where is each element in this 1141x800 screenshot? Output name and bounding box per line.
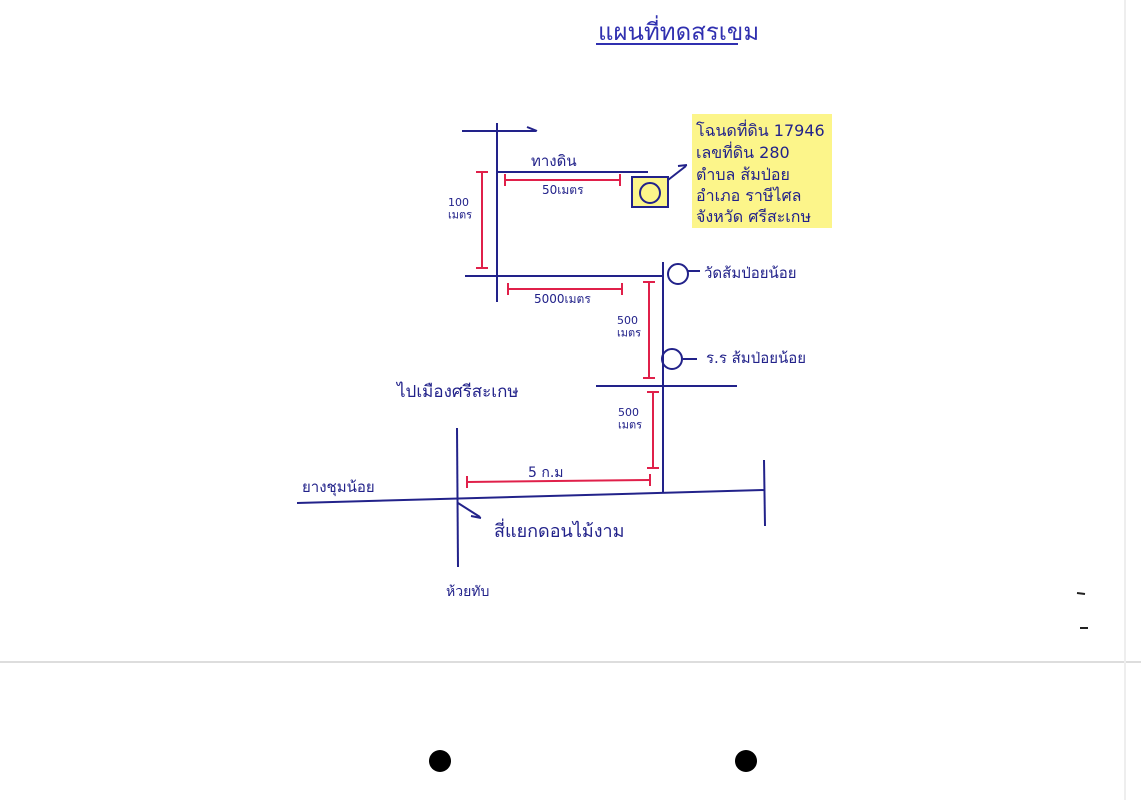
top-road-arrowhead	[526, 126, 538, 132]
intersection-arrow	[457, 502, 481, 518]
intersection-label: สี่แยกดอนไม้งาม	[494, 518, 625, 542]
map-title: แผนที่ทดสรเขม	[598, 15, 759, 46]
parcel-deed: โฉนดที่ดิน 17946	[696, 119, 825, 140]
school-label: ร.ร ส้มป่อยน้อย	[706, 349, 806, 367]
parcel-subdistrict: ตำบล ส้มป่อย	[696, 165, 790, 184]
edge-mark-1	[1076, 592, 1086, 595]
parcel-info-highlight	[692, 114, 832, 228]
south-road	[456, 427, 459, 568]
temple-label: วัดส้มป่อยน้อย	[704, 264, 797, 282]
parcel-land-no: เลขที่ดิน 280	[696, 141, 790, 162]
parcel-province: จังหวัด ศรีสะเกษ	[696, 207, 811, 226]
left-road-label: ยางชุมน้อย	[302, 478, 375, 497]
hole-punch-left	[429, 750, 451, 772]
south-label: ห้วยทับ	[446, 584, 489, 600]
intersection-arrow-head	[470, 515, 482, 519]
school-marker	[661, 348, 683, 370]
parcel-pointer-head	[677, 164, 688, 167]
dim-5km	[466, 479, 651, 483]
hole-punch-right	[735, 750, 757, 772]
dist-5km-label: 5 ก.ม	[528, 465, 564, 481]
main-road	[296, 489, 766, 504]
dist-50-label: 50เมตร	[542, 183, 584, 197]
parcel-district: อำเภอ ราษีไศล	[696, 186, 801, 205]
parcel-info: โฉนดที่ดิน 17946 เลขที่ดิน 280 ตำบล ส้มป…	[696, 119, 825, 226]
map-symbols	[457, 164, 700, 519]
temple-marker	[667, 263, 689, 285]
dist-5000-label: 5000เมตร	[534, 292, 591, 306]
main-road-end	[763, 459, 766, 527]
district-road-label: ไปเมืองศรีสะเกษ	[395, 381, 519, 402]
roads	[296, 123, 766, 568]
parcel-pointer	[667, 165, 687, 181]
path-label: ทางดิน	[531, 152, 577, 170]
parcel-marker	[639, 182, 661, 204]
dimension-lines	[466, 171, 659, 488]
